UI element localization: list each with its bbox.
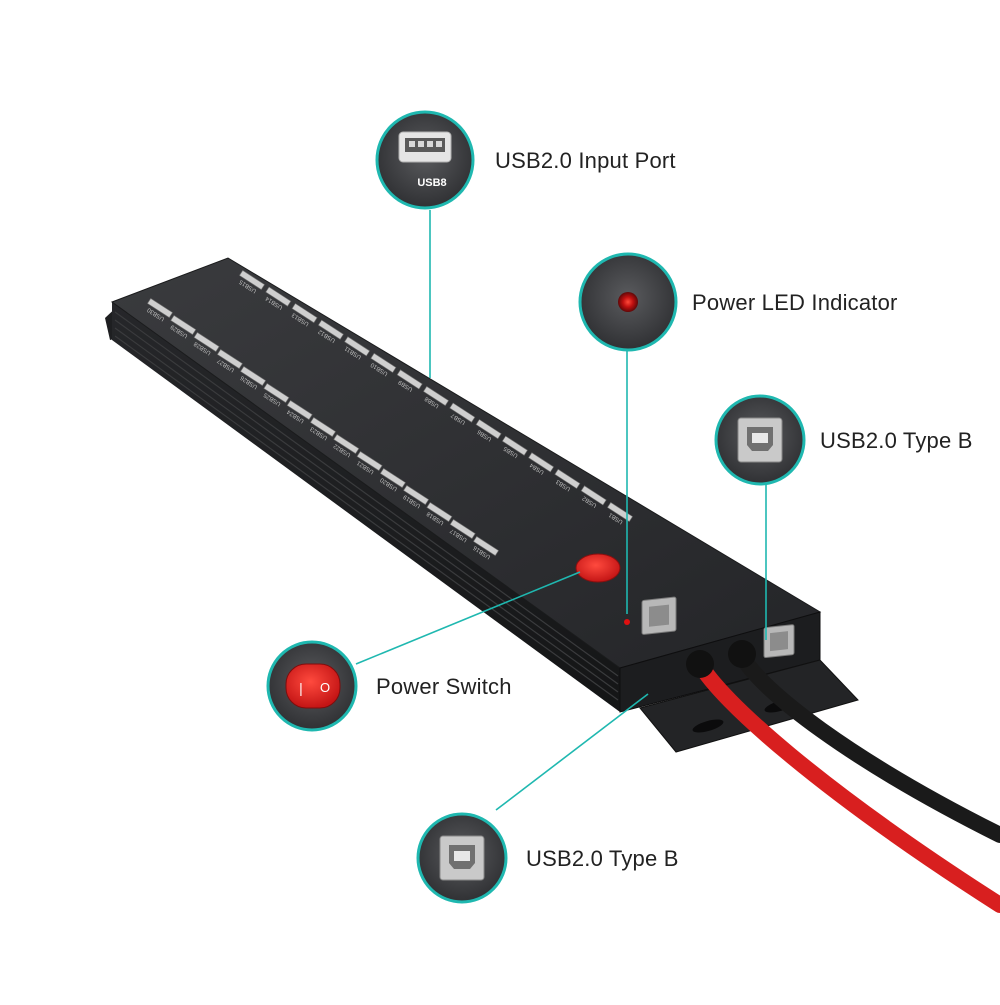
- port-row-back: USB15USB14USB13USB12USB11USB10USB9USB8US…: [238, 269, 633, 525]
- hub-top-face: [110, 257, 822, 669]
- switch-off-symbol: O: [320, 680, 330, 695]
- type-b-port-right: [763, 624, 795, 659]
- switch-on-symbol: |: [299, 680, 303, 696]
- led-icon: [618, 292, 638, 312]
- leader-type-b-bottom: [495, 693, 649, 811]
- bracket-hole-1: [692, 719, 724, 733]
- cable-red: [692, 656, 1000, 913]
- label-power-led: Power LED Indicator: [692, 290, 898, 315]
- cable-grommet-red: [686, 650, 714, 678]
- hub-side-fins: [114, 311, 619, 701]
- label-type-b-right: USB2.0 Type B: [820, 428, 973, 453]
- cable-grommet-black: [728, 640, 756, 668]
- type-b-port-left: [641, 596, 677, 635]
- callout-power-led: [578, 252, 678, 352]
- input-port-text: USB8: [417, 177, 446, 189]
- label-input-port: USB2.0 Input Port: [495, 148, 676, 173]
- callout-type-b-right: [714, 394, 806, 486]
- callout-power-switch: | O: [266, 640, 358, 732]
- label-type-b-bottom: USB2.0 Type B: [526, 846, 679, 871]
- cable-black: [734, 648, 1000, 843]
- label-power-switch: Power Switch: [376, 674, 512, 699]
- hub-power-led: [624, 619, 630, 625]
- switch-icon: [285, 663, 341, 709]
- front-row-port: USB30: [146, 297, 173, 322]
- port-row-front: USB30USB29USB28USB27USB26USB25USB24USB23…: [146, 297, 499, 560]
- hub-power-switch: [575, 553, 621, 583]
- leader-power-switch: [355, 571, 581, 665]
- callout-type-b-bottom: [416, 812, 508, 904]
- leader-lines: [355, 210, 767, 811]
- callout-input-port: USB8: [375, 110, 475, 210]
